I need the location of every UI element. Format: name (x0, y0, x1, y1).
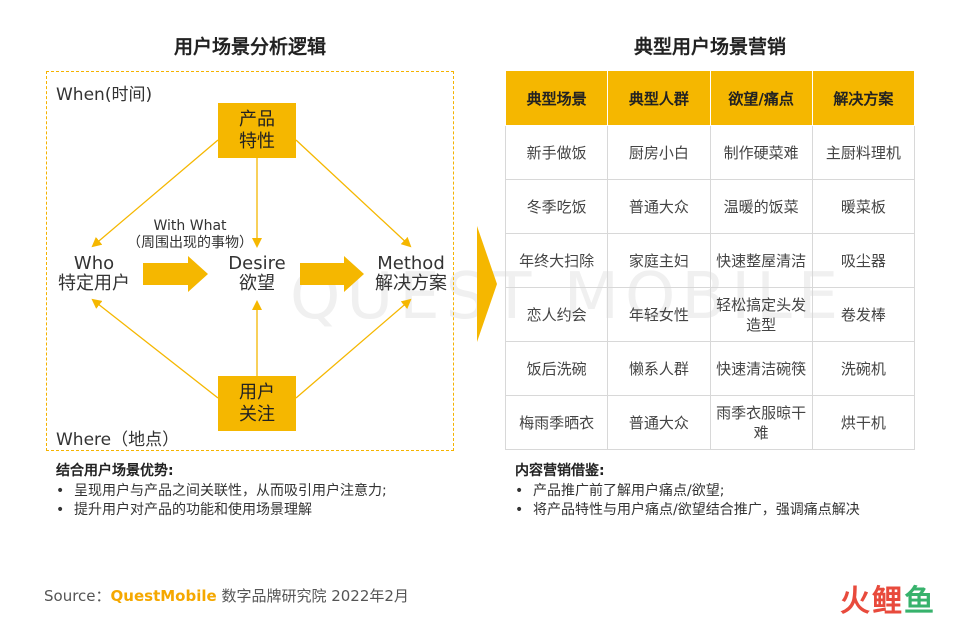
block-arrow-who-to-desire (143, 256, 208, 292)
bullet-dot-icon: • (515, 502, 524, 518)
header-cell: 欲望/痛点 (709, 70, 813, 126)
right-notes-bullet: • 将产品特性与用户痛点/欲望结合推广，强调痛点解决 (515, 499, 860, 519)
table-cell: 温暖的饭菜 (709, 179, 813, 234)
block-arrow-desire-to-method (300, 256, 364, 292)
table-cell: 暖菜板 (811, 179, 916, 234)
table-cell: 普通大众 (607, 395, 711, 450)
table-cell: 冬季吃饭 (504, 179, 609, 234)
right-notes-heading: 内容营销借鉴: (515, 463, 605, 479)
table-cell: 吸尘器 (811, 233, 916, 288)
table-cell: 梅雨季晒衣 (504, 395, 609, 450)
desire-node-line1: Desire (228, 253, 286, 274)
table-header-row: 典型场景 典型人群 欲望/痛点 解决方案 (504, 70, 916, 126)
source-line: Source：QuestMobile 数字品牌研究院 2022年2月 (44, 585, 409, 606)
table-cell: 普通大众 (607, 179, 711, 234)
method-node-line1: Method (377, 253, 445, 274)
table-cell: 主厨料理机 (811, 125, 916, 180)
table-row: 新手做饭 厨房小白 制作硬菜难 主厨料理机 (504, 125, 916, 180)
header-cell: 解决方案 (811, 70, 916, 126)
connector-product-to-who (91, 139, 219, 248)
left-section-title: 用户场景分析逻辑 (173, 36, 326, 58)
table-cell: 家庭主妇 (607, 233, 711, 288)
logo-part1: 火 (840, 584, 872, 619)
connector-product-to-method (295, 139, 412, 248)
connector-attention-to-who (91, 298, 219, 399)
table-cell: 洗碗机 (811, 341, 916, 396)
with-what-line1: With What (153, 218, 227, 234)
table-cell: 年轻女性 (607, 287, 711, 342)
bullet-dot-icon: • (56, 502, 65, 518)
who-node-line2: 特定用户 (58, 273, 130, 294)
scene-marketing-table: 典型场景 典型人群 欲望/痛点 解决方案 新手做饭 厨房小白 制作硬菜难 主厨料… (504, 70, 916, 450)
left-notes-bullet: • 呈现用户与产品之间关联性，从而吸引用户注意力; (56, 480, 387, 500)
bullet-dot-icon: • (515, 483, 524, 499)
left-notes-heading: 结合用户场景优势: (56, 463, 174, 479)
bullet-text: 产品推广前了解用户痛点/欲望; (533, 483, 725, 499)
table-cell: 轻松搞定头发造型 (709, 287, 813, 342)
table-cell: 新手做饭 (504, 125, 609, 180)
table-row: 冬季吃饭 普通大众 温暖的饭菜 暖菜板 (504, 179, 916, 234)
table-cell: 年终大扫除 (504, 233, 609, 288)
method-node: Method 解决方案 (366, 254, 456, 294)
where-label: Where（地点） (56, 430, 180, 450)
source-prefix: Source： (44, 587, 111, 605)
table-row: 饭后洗碗 懒系人群 快速清洁碗筷 洗碗机 (504, 341, 916, 396)
table-cell: 制作硬菜难 (709, 125, 813, 180)
header-cell: 典型场景 (504, 70, 609, 126)
table-cell: 快速整屋清洁 (709, 233, 813, 288)
right-notes-bullet: • 产品推广前了解用户痛点/欲望; (515, 480, 724, 500)
who-node-line1: Who (73, 253, 115, 274)
method-node-line2: 解决方案 (375, 273, 447, 294)
attention-box-line1: 用户 (239, 381, 275, 403)
product-box-line2: 特性 (239, 130, 275, 152)
product-feature-box: 产品 特性 (218, 103, 296, 158)
table-row: 梅雨季晒衣 普通大众 雨季衣服晾干难 烘干机 (504, 395, 916, 450)
with-what-line2: （周围出现的事物） (127, 235, 253, 251)
with-what-label: With What （周围出现的事物） (105, 218, 275, 252)
table-cell: 恋人约会 (504, 287, 609, 342)
desire-node: Desire 欲望 (217, 254, 297, 294)
user-attention-box: 用户 关注 (218, 376, 296, 431)
table-cell: 饭后洗碗 (504, 341, 609, 396)
desire-node-line2: 欲望 (239, 273, 275, 294)
table-cell: 雨季衣服晾干难 (709, 395, 813, 450)
table-row: 恋人约会 年轻女性 轻松搞定头发造型 卷发棒 (504, 287, 916, 342)
connector-attention-to-method (295, 298, 412, 399)
bullet-dot-icon: • (56, 483, 65, 499)
table-row: 年终大扫除 家庭主妇 快速整屋清洁 吸尘器 (504, 233, 916, 288)
product-box-line1: 产品 (239, 108, 275, 130)
header-cell: 典型人群 (607, 70, 711, 126)
left-notes-bullet: • 提升用户对产品的功能和使用场景理解 (56, 499, 312, 519)
source-suffix: 数字品牌研究院 2022年2月 (216, 587, 409, 605)
table-cell: 卷发棒 (811, 287, 916, 342)
bullet-text: 提升用户对产品的功能和使用场景理解 (74, 502, 312, 518)
source-brand: QuestMobile (110, 587, 217, 605)
when-label: When(时间) (56, 85, 153, 105)
table-cell: 烘干机 (811, 395, 916, 450)
bullet-text: 呈现用户与产品之间关联性，从而吸引用户注意力; (74, 483, 387, 499)
table-cell: 懒系人群 (607, 341, 711, 396)
brand-logo: 火鲤鱼 (840, 576, 936, 620)
logo-part2: 鲤 (872, 584, 904, 619)
table-cell: 快速清洁碗筷 (709, 341, 813, 396)
who-node: Who 特定用户 (50, 254, 138, 294)
bullet-text: 将产品特性与用户痛点/欲望结合推广，强调痛点解决 (533, 502, 860, 518)
table-cell: 厨房小白 (607, 125, 711, 180)
attention-box-line2: 关注 (239, 403, 275, 425)
logo-part3: 鱼 (904, 584, 936, 619)
right-section-title: 典型用户场景营销 (633, 36, 786, 58)
block-arrow-big-right (477, 226, 497, 342)
analysis-diagram-frame (46, 71, 454, 451)
